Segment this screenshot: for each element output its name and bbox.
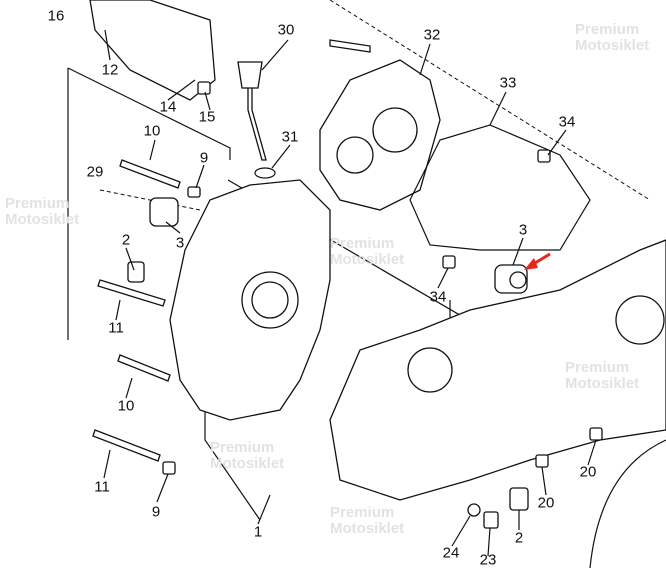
bolts xyxy=(92,39,371,462)
bushing-3-right-bore xyxy=(509,271,527,289)
part-label-9: 9 xyxy=(199,149,209,167)
highlight-arrow-icon xyxy=(524,258,538,270)
oil-dipstick xyxy=(237,61,267,161)
part-label-11: 11 xyxy=(94,478,110,496)
part-label-11: 11 xyxy=(108,319,124,337)
cover-outline xyxy=(589,439,666,568)
part-label-14: 14 xyxy=(159,98,177,116)
part-label-24: 24 xyxy=(442,544,460,562)
crankcase-right xyxy=(329,239,666,501)
part-label-20: 20 xyxy=(579,463,597,481)
watermark-line2: Motosiklet xyxy=(330,519,405,537)
watermark-line1: Premium xyxy=(330,235,395,252)
watermark-line2: Motosiklet xyxy=(5,210,80,228)
part-label-34: 34 xyxy=(429,288,447,306)
watermark-line2: Motosiklet xyxy=(565,374,640,392)
part-label-3: 3 xyxy=(518,221,528,239)
cover-bore-2 xyxy=(372,107,418,153)
part-label-10: 10 xyxy=(143,122,161,140)
bushing-3-left xyxy=(149,197,179,227)
crankcase-right-bore xyxy=(407,347,453,393)
leader-lines xyxy=(103,29,597,557)
crankcase-right-bearing xyxy=(615,295,665,345)
watermark-line2: Motosiklet xyxy=(210,454,285,472)
watermark-line1: Premium xyxy=(575,21,640,38)
part-label-29: 29 xyxy=(86,163,104,181)
watermark-line1: Premium xyxy=(210,439,275,456)
gasket xyxy=(409,124,591,251)
watermark-line1: Premium xyxy=(565,359,630,376)
part-label-23: 23 xyxy=(479,551,497,568)
part-label-12: 12 xyxy=(101,61,119,79)
part-label-1: 1 xyxy=(253,523,263,541)
part-label-16: 16 xyxy=(47,7,65,25)
o-ring xyxy=(254,167,276,179)
watermark-line2: Motosiklet xyxy=(575,36,650,54)
watermark-line2: Motosiklet xyxy=(330,250,405,268)
watermark-line1: Premium xyxy=(330,504,395,521)
reference-lines xyxy=(67,67,641,521)
part-label-10: 10 xyxy=(117,397,135,415)
part-label-34: 34 xyxy=(558,113,576,131)
part-label-32: 32 xyxy=(423,26,441,44)
part-label-30: 30 xyxy=(277,21,295,39)
part-label-9: 9 xyxy=(151,503,161,521)
part-label-20: 20 xyxy=(537,494,555,512)
crankcase-left-bore xyxy=(251,281,289,319)
dowels xyxy=(127,81,603,511)
drain-plug-23 xyxy=(483,511,499,529)
cover-bore-1 xyxy=(336,136,374,174)
part-label-15: 15 xyxy=(198,108,216,126)
part-label-2: 2 xyxy=(514,529,524,547)
watermark-line1: Premium xyxy=(5,195,70,212)
part-label-33: 33 xyxy=(499,74,517,92)
part-label-3: 3 xyxy=(175,234,185,252)
part-label-2: 2 xyxy=(121,231,131,249)
washer-24 xyxy=(467,503,481,517)
part-label-31: 31 xyxy=(281,128,299,146)
